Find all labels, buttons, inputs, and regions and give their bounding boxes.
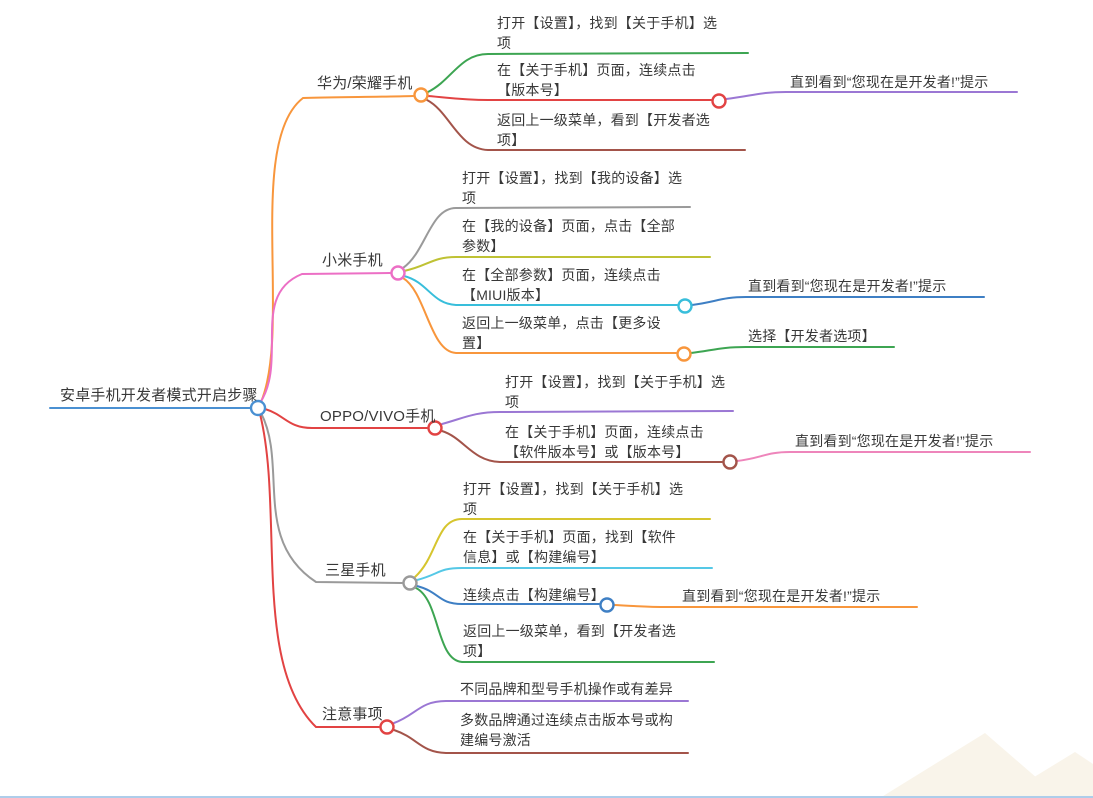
edge-xiaomi-step2 xyxy=(403,256,711,272)
node-toggle-samsung-step3[interactable] xyxy=(599,597,615,613)
edge-root-huawei xyxy=(260,95,414,403)
edge-huawei-step3 xyxy=(426,99,746,151)
edge-samsung-step1 xyxy=(414,518,711,578)
node-toggle-huawei-step2[interactable] xyxy=(711,93,727,109)
step-label-notes-2: 多数品牌通过连续点击版本号或构 建编号激活 xyxy=(460,712,673,748)
edge-samsung-step4 xyxy=(415,587,715,663)
edge-notes-step1 xyxy=(393,700,689,724)
watermark-shape xyxy=(880,733,1060,798)
node-toggle-samsung[interactable] xyxy=(402,575,418,591)
edge-oppo-step2-result xyxy=(736,451,1031,462)
edge-huawei-step2-result xyxy=(725,91,1018,100)
step-label-samsung-3: 连续点击【构建编号】 xyxy=(463,587,605,603)
step-label-xiaomi-3: 在【全部参数】页面，连续点击 【MIUI版本】 xyxy=(462,267,661,303)
node-toggle-huawei[interactable] xyxy=(413,87,429,103)
branch-label-xiaomi: 小米手机 xyxy=(322,252,383,269)
edge-root-notes xyxy=(259,413,380,728)
step-label-notes-1: 不同品牌和型号手机操作或有差异 xyxy=(460,681,673,697)
edge-xiaomi-step4-result xyxy=(690,346,895,354)
edge-root-xiaomi xyxy=(259,272,391,404)
node-toggle-oppo[interactable] xyxy=(427,420,443,436)
watermark-shape xyxy=(1000,752,1093,798)
node-toggle-oppo-step2[interactable] xyxy=(722,454,738,470)
result-label-samsung-3: 直到看到“您现在是开发者!”提示 xyxy=(682,588,881,604)
edge-oppo-step2 xyxy=(441,430,723,463)
step-label-xiaomi-2: 在【我的设备】页面，点击【全部 参数】 xyxy=(462,218,675,254)
node-toggle-xiaomi-step4[interactable] xyxy=(676,346,692,362)
result-label-oppo-2: 直到看到“您现在是开发者!”提示 xyxy=(795,433,994,449)
edge-huawei-step2 xyxy=(427,95,712,101)
edge-xiaomi-step3-result xyxy=(691,296,985,306)
result-label-xiaomi-3: 直到看到“您现在是开发者!”提示 xyxy=(748,278,947,294)
step-label-samsung-4: 返回上一级菜单，看到【开发者选 项】 xyxy=(463,623,676,659)
root-label: 安卓手机开发者模式开启步骤 xyxy=(60,387,258,404)
branch-label-notes: 注意事项 xyxy=(322,706,383,723)
step-label-samsung-1: 打开【设置】，找到【关于手机】选 项 xyxy=(463,481,684,517)
edge-huawei-step1 xyxy=(427,52,749,93)
edge-samsung-step3-result xyxy=(613,604,918,608)
result-label-huawei-2: 直到看到“您现在是开发者!”提示 xyxy=(790,74,989,90)
edge-oppo-step1 xyxy=(441,410,734,425)
result-label-xiaomi-4: 选择【开发者选项】 xyxy=(748,328,876,344)
edge-xiaomi-step4 xyxy=(402,277,677,354)
branch-label-huawei: 华为/荣耀手机 xyxy=(317,75,413,92)
step-label-huawei-2: 在【关于手机】页面，连续点击 【版本号】 xyxy=(497,62,696,98)
step-label-xiaomi-1: 打开【设置】，找到【我的设备】选 项 xyxy=(462,170,683,206)
branch-label-oppo-vivo: OPPO/VIVO手机 xyxy=(320,408,436,425)
edge-notes-step2 xyxy=(393,729,689,754)
edge-samsung-step2 xyxy=(416,567,713,581)
node-toggle-notes[interactable] xyxy=(379,719,395,735)
edge-xiaomi-step1 xyxy=(402,206,691,269)
node-toggle-xiaomi[interactable] xyxy=(390,265,406,281)
step-label-oppo-2: 在【关于手机】页面，连续点击 【软件版本号】或【版本号】 xyxy=(505,424,704,460)
bottom-edge-line xyxy=(0,796,1093,798)
step-label-samsung-2: 在【关于手机】页面，找到【软件 信息】或【构建编号】 xyxy=(463,529,676,565)
edge-samsung-step3 xyxy=(416,585,600,605)
step-label-huawei-3: 返回上一级菜单，看到【开发者选 项】 xyxy=(497,112,710,148)
node-toggle-root[interactable] xyxy=(249,399,267,417)
edge-root-samsung xyxy=(260,412,403,584)
node-toggle-xiaomi-step3[interactable] xyxy=(677,298,693,314)
step-label-huawei-1: 打开【设置】，找到【关于手机】选 项 xyxy=(497,15,718,51)
branch-label-samsung: 三星手机 xyxy=(325,562,386,579)
step-label-oppo-1: 打开【设置】，找到【关于手机】选 项 xyxy=(505,374,726,410)
edge-root-oppo xyxy=(264,408,428,429)
step-label-xiaomi-4: 返回上一级菜单，点击【更多设 置】 xyxy=(462,315,661,351)
edge-xiaomi-step3 xyxy=(403,275,678,306)
